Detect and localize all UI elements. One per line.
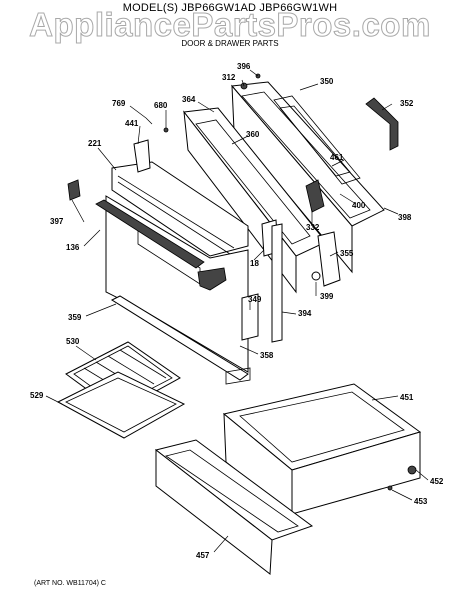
lower-door-edge-358 [225, 367, 251, 385]
callout-441: 441 [125, 119, 139, 128]
callout-136: 136 [66, 243, 80, 252]
callout-18: 18 [250, 259, 259, 268]
section-subtitle: DOOR & DRAWER PARTS [181, 39, 279, 48]
door-outer-panel-350 [231, 81, 385, 274]
door-vent-trim-221 [111, 161, 249, 257]
callout-labels: 396 312 350 352 769 680 364 441 360 221 … [30, 62, 444, 560]
hinge-332 [305, 179, 325, 213]
art-number: (ART NO. WB11704) C [34, 580, 106, 587]
callout-394: 394 [298, 309, 312, 318]
fastener-452 [407, 465, 417, 475]
callout-451: 451 [400, 393, 414, 402]
door-handle-grip [197, 267, 227, 291]
strip-394 [271, 223, 283, 343]
callout-396: 396 [237, 62, 251, 71]
callout-359: 359 [68, 313, 82, 322]
callout-461: 461 [330, 153, 344, 162]
foot-399 [311, 271, 321, 281]
callout-349: 349 [248, 295, 262, 304]
callout-453: 453 [414, 497, 428, 506]
watermark: AppliancePartsPros.com [29, 6, 431, 44]
callout-355: 355 [340, 249, 354, 258]
door-trim-352 [365, 97, 399, 151]
callout-397: 397 [50, 217, 64, 226]
drawer-front-457 [154, 439, 314, 575]
screw-769 [145, 117, 153, 125]
window-glass-frame [273, 95, 361, 185]
callout-364: 364 [182, 95, 196, 104]
callout-221: 221 [88, 139, 102, 148]
clip-680 [163, 127, 169, 133]
screw-453 [387, 485, 393, 491]
callout-360: 360 [246, 130, 260, 139]
callout-680: 680 [154, 101, 168, 110]
callout-530: 530 [66, 337, 80, 346]
leader-lines [45, 69, 429, 553]
callout-312: 312 [222, 73, 236, 82]
callout-352: 352 [400, 99, 414, 108]
main-door-136 [95, 195, 249, 373]
clip-397 [67, 179, 81, 201]
callout-457: 457 [196, 551, 210, 560]
callout-769: 769 [112, 99, 126, 108]
spacer-349 [241, 293, 259, 341]
callout-400: 400 [352, 201, 366, 210]
bottom-strip-359 [110, 295, 249, 381]
callout-399: 399 [320, 292, 334, 301]
drawer-box-451 [222, 383, 422, 516]
door-side-panel-355 [317, 231, 341, 287]
bracket-441 [133, 139, 151, 173]
broiler-pan-529 [56, 371, 186, 439]
callout-398: 398 [398, 213, 412, 222]
callout-452: 452 [430, 477, 444, 486]
callout-350: 350 [320, 77, 334, 86]
callout-529: 529 [30, 391, 44, 400]
model-title: MODEL(S) JBP66GW1AD JBP66GW1WH [122, 2, 338, 14]
callout-332: 332 [306, 223, 320, 232]
callout-358: 358 [260, 351, 274, 360]
